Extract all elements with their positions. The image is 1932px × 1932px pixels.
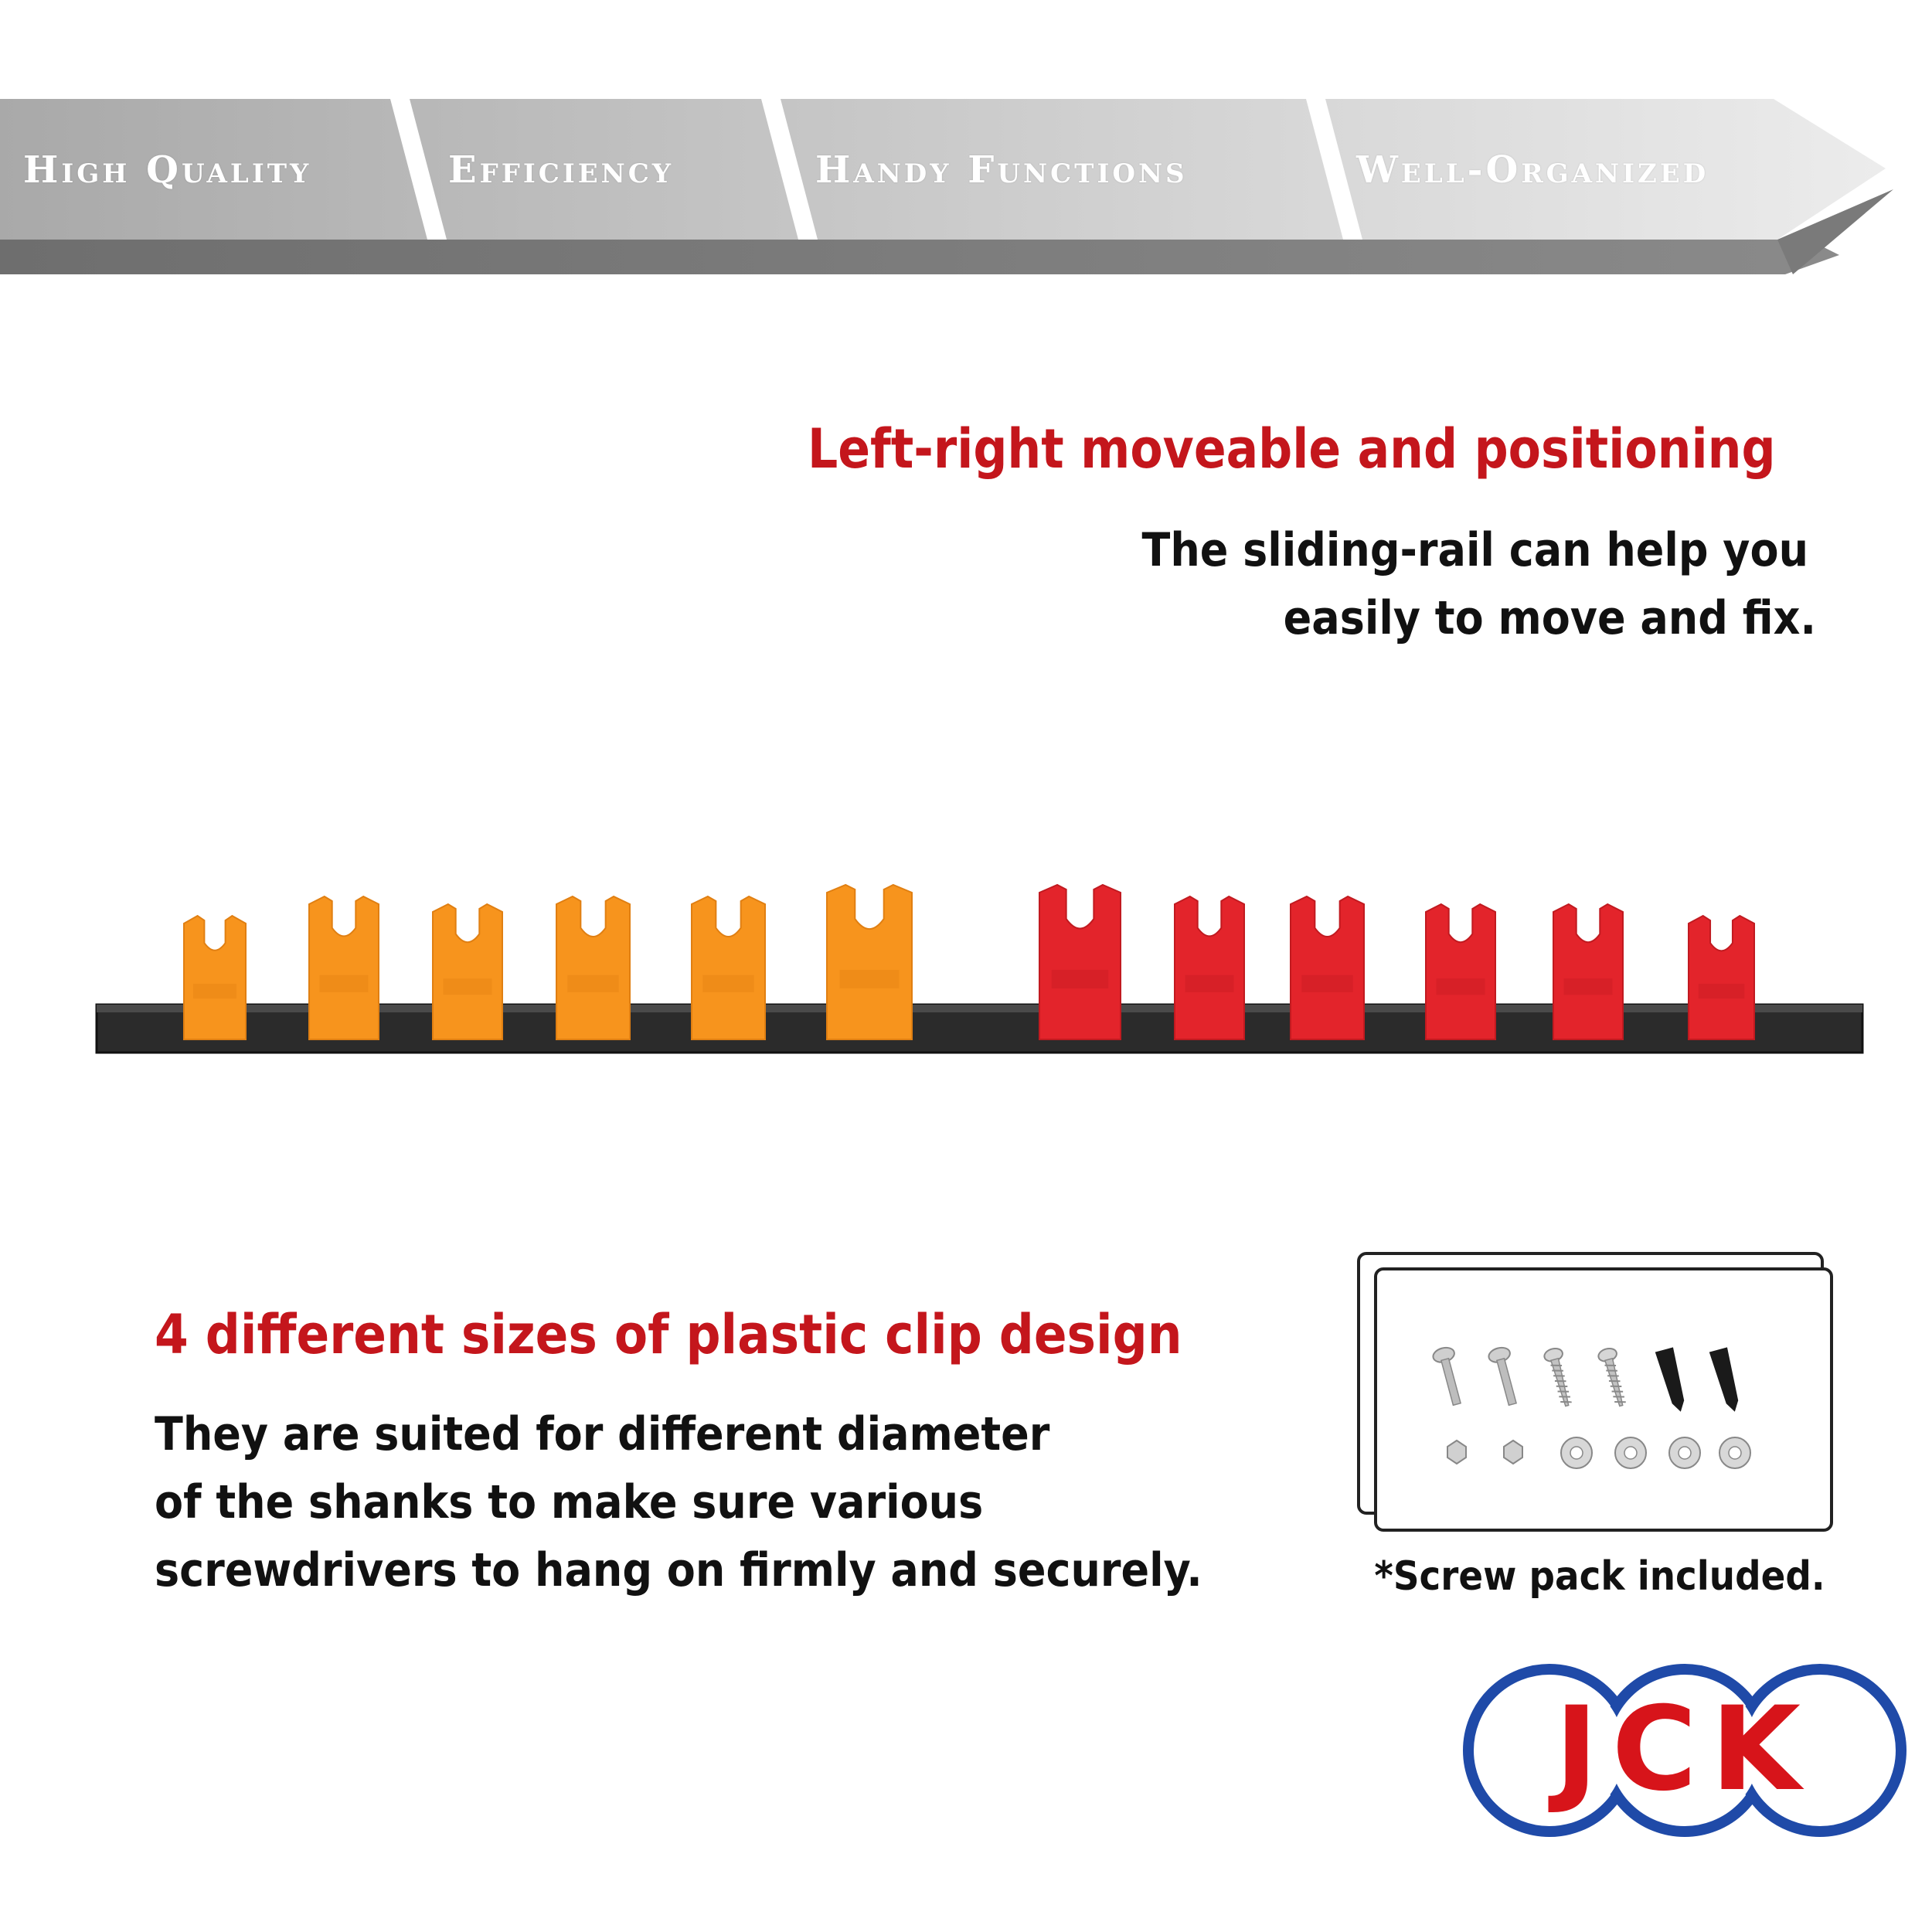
orange-clip [183, 914, 247, 1040]
tab-handy-functions: Handy Functions [815, 148, 1188, 192]
screw-pack-note: *Screw pack included. [1374, 1553, 1825, 1600]
orange-clip [432, 903, 503, 1040]
screw-pack-frame-front [1374, 1267, 1833, 1532]
banner-band [0, 99, 1886, 240]
red-clip [1039, 883, 1121, 1040]
banner-divider-2 [761, 99, 818, 240]
clips-feature-line-1: They are suited for different diameter [155, 1407, 1050, 1461]
tab-well-organized: Well-Organized [1356, 148, 1709, 192]
washer-icon [1560, 1437, 1593, 1469]
tab-high-quality: High Quality [23, 148, 312, 192]
orange-clip [308, 895, 379, 1040]
machine-screw-icon [1432, 1346, 1461, 1406]
red-clip [1688, 914, 1755, 1040]
orange-clip [556, 895, 631, 1040]
orange-clip [826, 883, 913, 1040]
feature-banner [0, 99, 1893, 274]
washer-icon [1668, 1437, 1701, 1469]
banner-divider-3 [1306, 99, 1362, 240]
wall-anchor-icon [1709, 1347, 1739, 1412]
washer-icon [1719, 1437, 1751, 1469]
red-clip [1290, 895, 1365, 1040]
red-clip [1553, 903, 1624, 1040]
logo-text: JCK [1548, 1682, 1815, 1817]
banner-arrow-tip-shadow [1777, 189, 1893, 274]
hex-nut-icon [1447, 1439, 1467, 1465]
red-clip [1425, 903, 1496, 1040]
banner-divider-1 [390, 99, 447, 240]
clips-feature-line-3: screwdrivers to hang on firmly and secur… [155, 1543, 1202, 1597]
slide-feature-heading: Left-right moveable and positioning [808, 417, 1776, 481]
orange-clip [691, 895, 766, 1040]
machine-screw-icon [1488, 1346, 1517, 1406]
screw-pack-image [1357, 1252, 1833, 1532]
banner-shadow [0, 240, 1839, 274]
wood-screw-icon [1543, 1347, 1572, 1407]
wall-anchor-icon [1655, 1347, 1685, 1412]
clips-feature-heading: 4 different sizes of plastic clip design [155, 1303, 1182, 1366]
slide-feature-line-1: The sliding-rail can help you [1141, 523, 1809, 577]
tab-efficiency: Efficiency [448, 148, 675, 192]
jck-logo: JCK [1463, 1664, 1906, 1837]
red-clip [1174, 895, 1245, 1040]
sliding-rail-image [95, 883, 1864, 1054]
clips-feature-line-2: of the shanks to make sure various [155, 1475, 984, 1529]
wood-screw-icon [1597, 1347, 1626, 1407]
hex-nut-icon [1503, 1439, 1523, 1465]
slide-feature-line-2: easily to move and fix. [1283, 591, 1816, 645]
washer-icon [1614, 1437, 1647, 1469]
